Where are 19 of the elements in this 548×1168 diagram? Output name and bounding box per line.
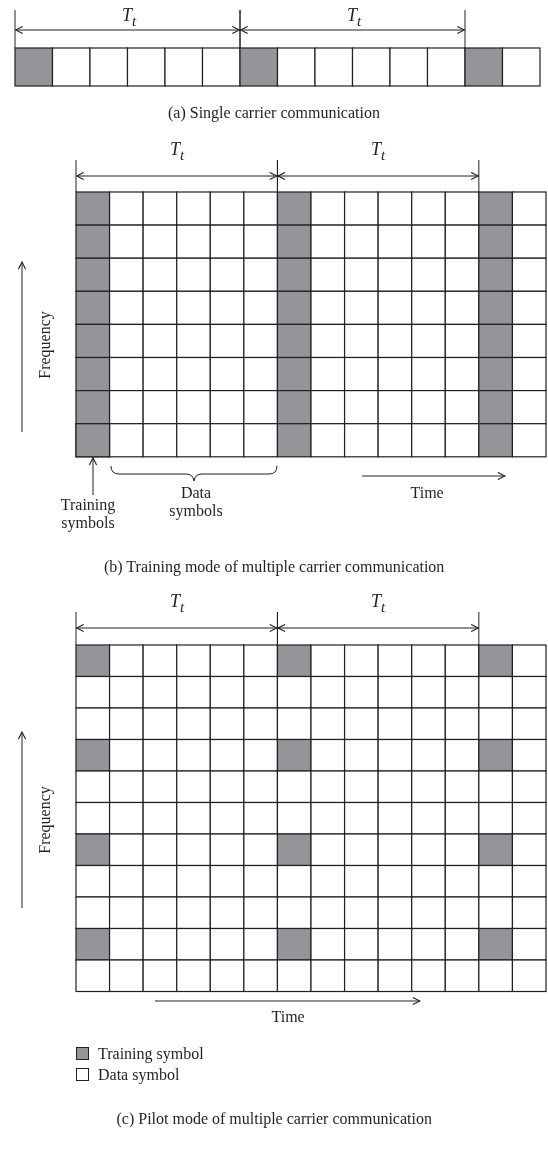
training-symbol-cell <box>75 423 111 458</box>
brace-label: Data symbols <box>168 484 224 520</box>
period-label: T$_{t}$ <box>170 592 185 616</box>
period-label: T$_{t}$ <box>347 6 362 30</box>
period-label: T$_{t}$ <box>371 140 386 164</box>
figure-caption: (c) Pilot mode of multiple carrier communication <box>116 1110 432 1128</box>
axis-label: Frequency <box>35 786 54 854</box>
axis-label: Frequency <box>35 311 54 379</box>
figure-caption: (b) Training mode of multiple carrier communication <box>104 558 445 576</box>
period-label: T$_{t}$ <box>371 592 386 616</box>
leader-line <box>88 457 98 496</box>
callout-label: Training symbols <box>50 496 126 532</box>
figure-caption: (a) Single carrier communication <box>168 104 380 122</box>
axis-label: Time <box>271 1008 305 1026</box>
period-label: T$_{t}$ <box>122 6 137 30</box>
axis-label: Time <box>410 484 444 502</box>
period-label: T$_{t}$ <box>170 140 185 164</box>
legend-label: Data symbol <box>98 1066 180 1084</box>
legend-label: Training symbol <box>98 1045 204 1063</box>
